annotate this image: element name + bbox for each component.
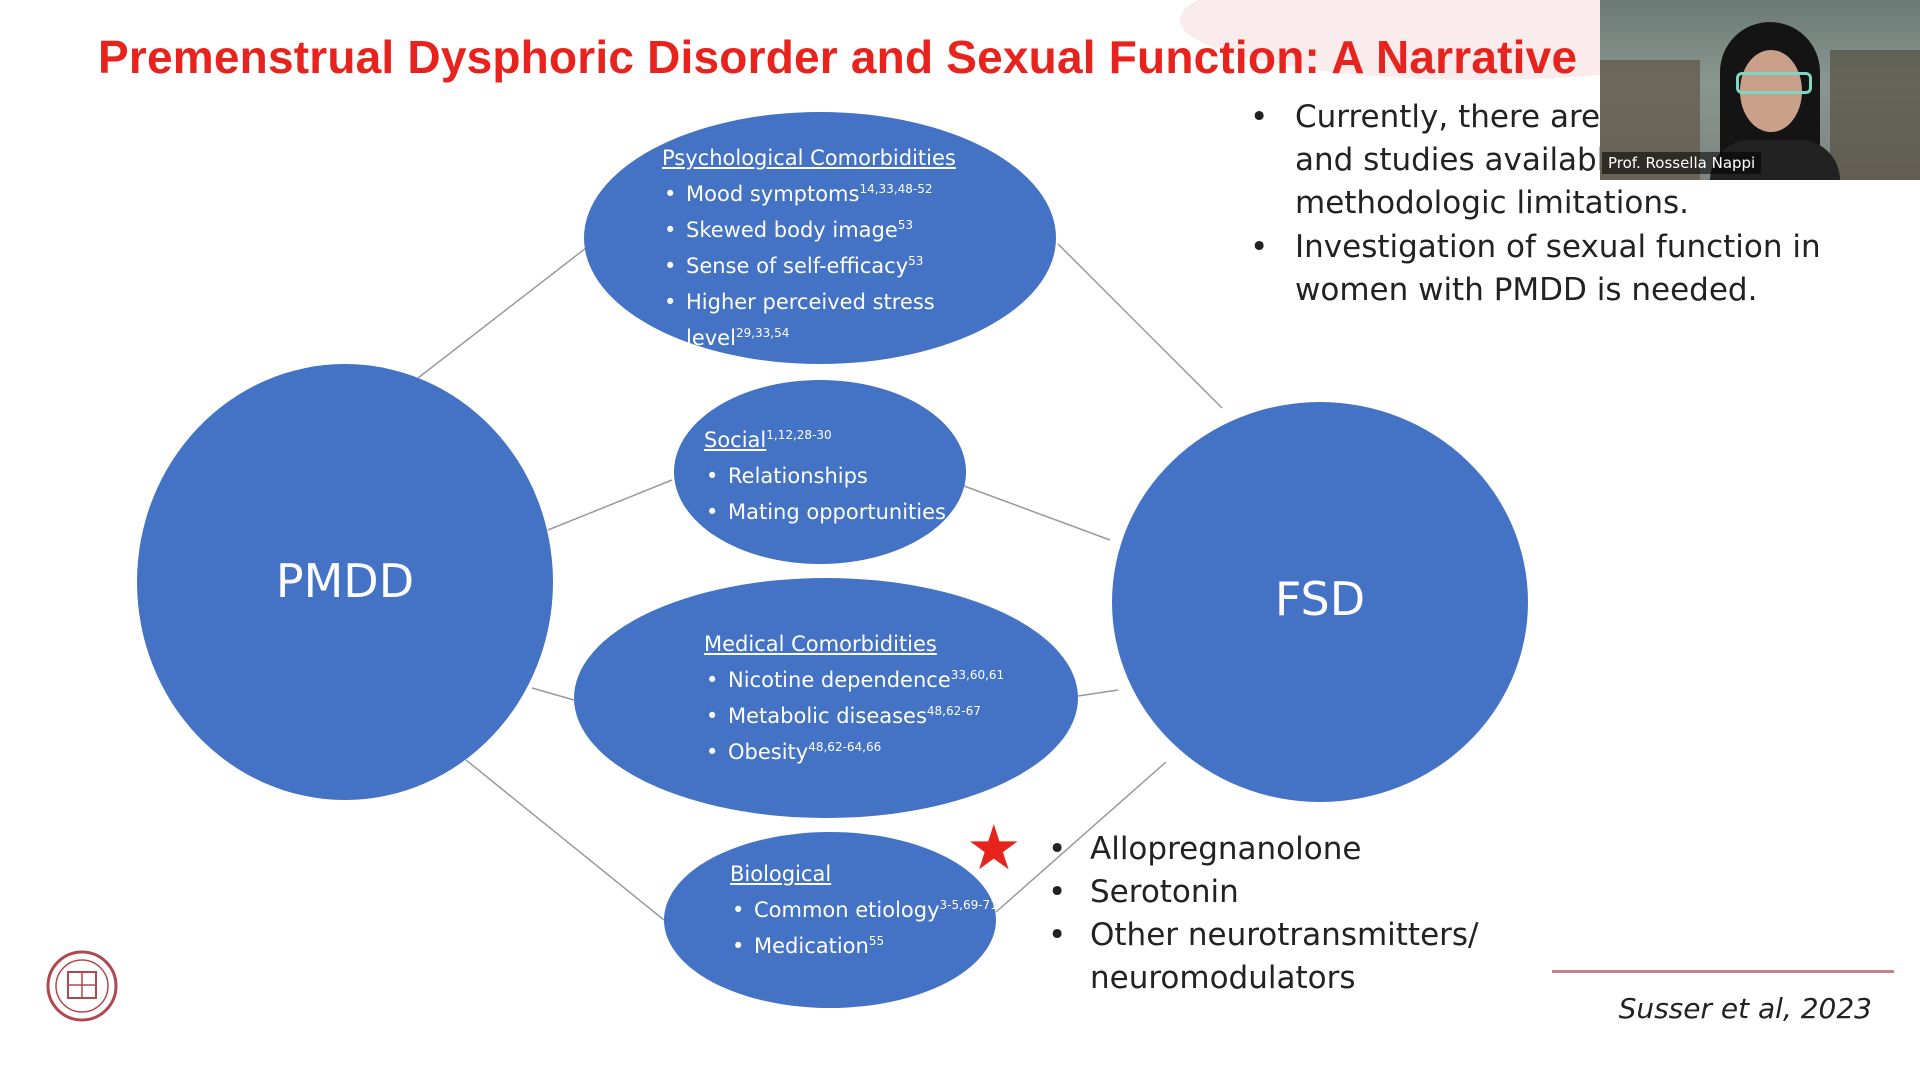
connector-pmdd-social: [547, 479, 673, 531]
psych-bubble: Psychological Comorbidities Mood symptom…: [662, 140, 1042, 356]
pmdd-circle: [137, 364, 553, 800]
fsd-circle: [1112, 402, 1528, 802]
social-bubble: Social1,12,28-30 Relationships Mating op…: [704, 422, 964, 530]
background-shelf: [1830, 50, 1920, 180]
citation: Susser et al, 2023: [1618, 992, 1872, 1025]
list-item: Serotonin: [1040, 871, 1520, 914]
list-item: Currently, there are f examining PMDD an…: [1248, 96, 1920, 225]
social-heading-sup: 1,12,28-30: [766, 428, 832, 442]
pmdd-label: PMDD: [275, 554, 415, 608]
medical-heading: Medical Comorbidities: [704, 632, 937, 656]
connector-psych-fsd: [1057, 243, 1223, 409]
list-item: Skewed body image53: [662, 212, 1042, 248]
list-item: Sense of self-efficacy53: [662, 248, 1042, 284]
fsd-label: FSD: [1274, 572, 1366, 626]
list-item: Allopregnanolone: [1040, 828, 1520, 871]
speaker-glasses: [1736, 72, 1812, 94]
slide-title: Premenstrual Dysphoric Disorder and Sexu…: [98, 31, 1578, 83]
citation-divider: [1552, 970, 1894, 973]
list-item: Nicotine dependence33,60,61: [704, 662, 1044, 698]
list-item: Mood symptoms14,33,48-52: [662, 176, 1042, 212]
list-item: Obesity48,62-64,66: [704, 734, 1044, 770]
social-heading: Social: [704, 428, 767, 452]
list-item: Mating opportunities: [704, 494, 964, 530]
list-item: Medication55: [730, 928, 1000, 964]
connector-medical-fsd: [1077, 689, 1119, 697]
psych-heading: Psychological Comorbidities: [662, 146, 956, 170]
biological-factor-bullets: Allopregnanolone Serotonin Other neurotr…: [1040, 828, 1520, 1000]
connector-pmdd-bio: [465, 759, 665, 921]
list-item: Relationships: [704, 458, 964, 494]
university-seal-icon: [46, 950, 118, 1022]
speaker-name-tag: Prof. Rossella Nappi: [1602, 152, 1762, 174]
list-item: Common etiology3-5,69-71: [730, 892, 1000, 928]
medical-bubble: Medical Comorbidities Nicotine dependenc…: [704, 626, 1044, 770]
webcam-video[interactable]: Prof. Rossella Nappi: [1600, 0, 1920, 180]
bio-heading: Biological: [730, 862, 832, 886]
bio-bubble: Biological Common etiology3-5,69-71 Medi…: [730, 856, 1000, 964]
connector-pmdd-psych: [417, 247, 587, 379]
summary-bullets: Currently, there are f examining PMDD an…: [1248, 96, 1920, 313]
list-item: Investigation of sexual function in wome…: [1248, 226, 1920, 312]
list-item: Other neurotransmitters/ neuromodulators: [1040, 914, 1520, 1000]
list-item: Metabolic diseases48,62-67: [704, 698, 1044, 734]
connector-social-fsd: [963, 485, 1111, 541]
list-item: Higher perceived stress level29,33,54: [662, 284, 1042, 356]
star-icon: ★: [966, 814, 1022, 883]
connector-pmdd-medical: [531, 687, 575, 701]
